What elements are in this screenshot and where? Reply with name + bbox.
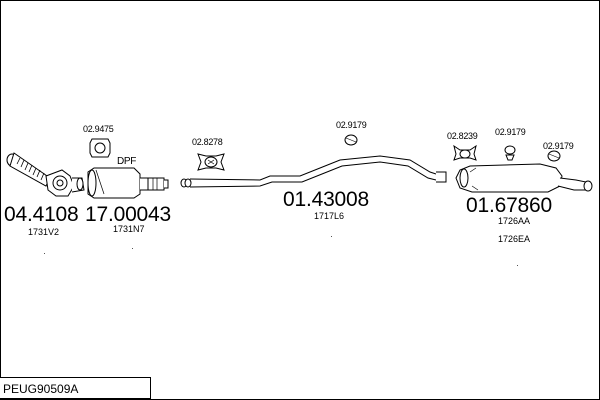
midpipe-drawing <box>180 155 447 188</box>
reference-code: PEUG90509A <box>3 382 79 396</box>
rear-part-sub-1: 1726AA <box>498 216 531 226</box>
reference-box: PEUG90509A <box>0 377 151 399</box>
rubber-mid-code: 02.9179 <box>336 120 367 130</box>
midpipe-part-sub: 1717L6 <box>314 211 345 221</box>
dpf-drawing <box>87 167 169 199</box>
rear-silencer-drawing <box>455 163 593 193</box>
marker-dot <box>331 236 332 237</box>
rear-part-sub-2: 1726EA <box>498 234 531 244</box>
rubber-rear-2-code: 02.9179 <box>543 141 574 151</box>
dpf-part-sub: 1731N7 <box>113 224 145 234</box>
gasket-icon <box>89 138 111 158</box>
rubber-mount-icon <box>344 134 358 146</box>
marker-dot <box>44 253 45 254</box>
manifold-part-sub: 1731V2 <box>28 227 60 237</box>
rear-clamp-icon <box>453 144 477 161</box>
dpf-part-code: 17.00043 <box>85 203 171 226</box>
rubber-rear-1-code: 02.9179 <box>495 127 526 137</box>
gasket-front-code: 02.9475 <box>83 124 114 134</box>
rear-rubber-mount-icon <box>547 150 561 162</box>
marker-dot <box>517 265 518 266</box>
rear-part-code: 01.67860 <box>466 194 552 217</box>
manifold-pipe-drawing <box>6 152 85 197</box>
midpipe-part-code: 01.43008 <box>283 188 369 211</box>
marker-dot <box>132 248 133 249</box>
dpf-label: DPF <box>117 156 137 167</box>
manifold-part-code: 04.4108 <box>4 203 79 226</box>
clamp-rear-code: 02.8239 <box>447 131 478 141</box>
clamp-front-code: 02.8278 <box>192 137 223 147</box>
rear-rubber-mount-icon <box>504 145 516 161</box>
clamp-icon <box>197 153 225 171</box>
